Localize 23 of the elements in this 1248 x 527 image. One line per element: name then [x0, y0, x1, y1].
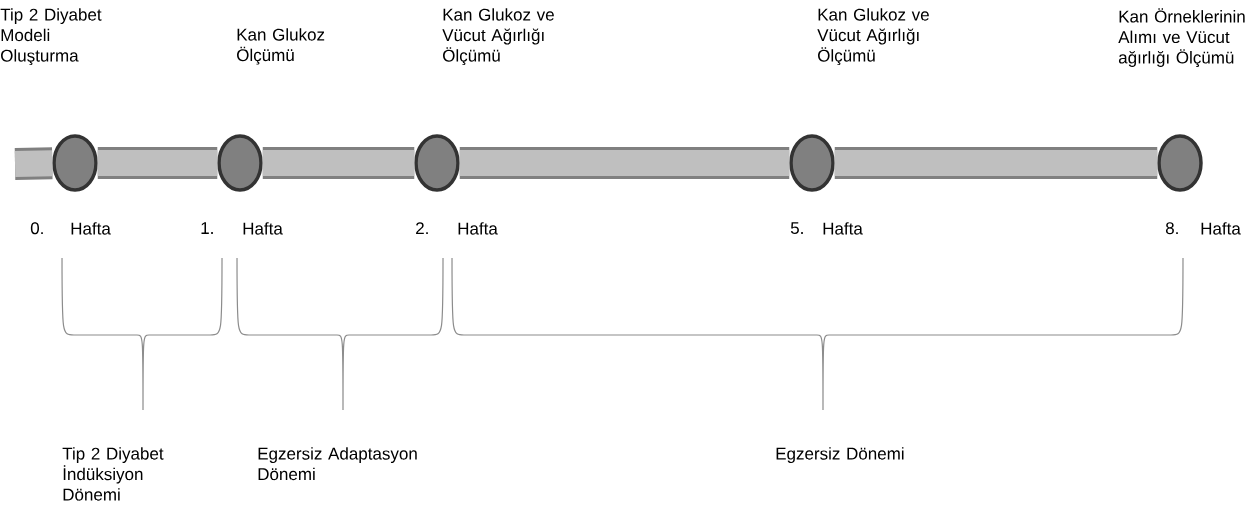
- milestone-label: Kan Glukoz ve Vücut Ağırlığı Ölçümü: [442, 8, 554, 66]
- week-label: 8.: [1165, 222, 1178, 235]
- timeline-band: [97, 147, 218, 179]
- timeline-band: [14, 147, 53, 180]
- milestone-label: Kan Glukoz ve Vücut Ağırlığı Ölçümü: [817, 8, 929, 66]
- milestone-label: Tip 2 Diyabet Modeli Oluşturma: [0, 8, 102, 66]
- week-label: 0.: [30, 222, 43, 235]
- timeline-band: [262, 147, 415, 179]
- week-label: 1.: [201, 222, 213, 234]
- week-label: Hafta: [243, 222, 283, 235]
- week-label: Hafta: [458, 222, 498, 235]
- week-label: Hafta: [1201, 222, 1241, 235]
- timeline-band: [834, 147, 1158, 179]
- milestone-label: Kan Örneklerinin Alımı ve Vücut ağırlığı Ölçümü: [1118, 8, 1245, 68]
- period-label: Egzersiz Dönemi: [776, 447, 904, 464]
- week-label: Hafta: [71, 222, 111, 235]
- week-label: 2.: [416, 222, 428, 235]
- timeline-band: [459, 147, 790, 179]
- period-label: Egzersiz Adaptasyon Dönemi: [258, 447, 417, 481]
- week-label: 5.: [790, 222, 803, 235]
- week-label: Hafta: [823, 222, 863, 235]
- period-label: Tip 2 Diyabet İndüksiyon Dönemi: [62, 447, 164, 501]
- milestone-label: Kan Glukoz Ölçümü: [237, 28, 325, 65]
